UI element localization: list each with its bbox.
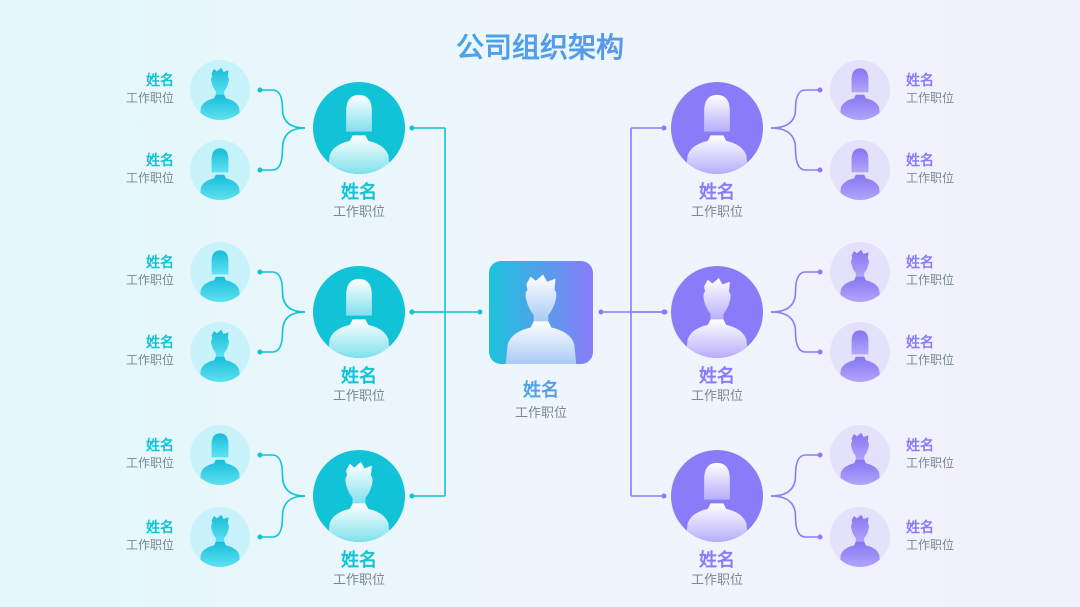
manager-avatar[interactable] — [671, 450, 763, 542]
person-title: 工作职位 — [332, 572, 385, 587]
staff-avatar[interactable] — [830, 425, 890, 485]
person-name: 姓名 — [906, 72, 934, 88]
manager-avatar[interactable] — [313, 82, 405, 174]
page-title: 公司组织架构 — [0, 26, 1080, 66]
male-avatar-icon — [671, 266, 763, 358]
female-avatar-icon — [671, 450, 763, 542]
person-title: 工作职位 — [906, 171, 955, 185]
person-title: 工作职位 — [906, 91, 955, 105]
manager-avatar[interactable] — [671, 82, 763, 174]
staff-avatar[interactable] — [830, 140, 890, 200]
person-title: 工作职位 — [690, 572, 743, 587]
female-avatar-icon — [830, 60, 890, 120]
staff-avatar[interactable] — [190, 242, 250, 302]
staff-avatar[interactable] — [830, 507, 890, 567]
person-name: 姓名 — [146, 72, 174, 88]
manager-avatar[interactable] — [313, 266, 405, 358]
person-name: 姓名 — [906, 152, 934, 168]
male-avatar-icon — [190, 322, 250, 382]
person-title: 工作职位 — [906, 538, 955, 552]
person-title: 工作职位 — [332, 204, 385, 219]
person-name: 姓名 — [906, 519, 934, 535]
female-avatar-icon — [190, 242, 250, 302]
person-name: 姓名 — [146, 519, 174, 535]
male-avatar-icon — [313, 450, 405, 542]
ceo-name: 姓名 — [441, 376, 641, 402]
ceo-avatar[interactable] — [489, 261, 593, 364]
male-avatar-icon — [830, 242, 890, 302]
person-name: 姓名 — [699, 182, 735, 202]
person-name: 姓名 — [146, 152, 174, 168]
female-avatar-icon — [313, 82, 405, 174]
person-title: 工作职位 — [906, 456, 955, 470]
person-title: 工作职位 — [906, 273, 955, 287]
person-name: 姓名 — [341, 366, 377, 386]
staff-avatar[interactable] — [830, 322, 890, 382]
person-name: 姓名 — [699, 550, 735, 570]
person-title: 工作职位 — [690, 204, 743, 219]
male-avatar-icon — [190, 507, 250, 567]
person-title: 工作职位 — [125, 171, 174, 185]
female-avatar-icon — [830, 140, 890, 200]
person-name: 姓名 — [341, 182, 377, 202]
person-name: 姓名 — [906, 334, 934, 350]
person-title: 工作职位 — [125, 456, 174, 470]
female-avatar-icon — [830, 322, 890, 382]
person-name: 姓名 — [341, 550, 377, 570]
person-name: 姓名 — [146, 254, 174, 270]
person-name: 姓名 — [146, 437, 174, 453]
ceo-title: 工作职位 — [514, 405, 567, 420]
person-title: 工作职位 — [332, 388, 385, 403]
female-avatar-icon — [313, 266, 405, 358]
person-title: 工作职位 — [125, 273, 174, 287]
manager-avatar[interactable] — [313, 450, 405, 542]
staff-avatar[interactable] — [190, 507, 250, 567]
manager-avatar[interactable] — [671, 266, 763, 358]
staff-avatar[interactable] — [830, 242, 890, 302]
staff-avatar[interactable] — [190, 425, 250, 485]
person-title: 工作职位 — [125, 353, 174, 367]
person-name: 姓名 — [146, 334, 174, 350]
female-avatar-icon — [190, 425, 250, 485]
staff-avatar[interactable] — [190, 322, 250, 382]
staff-avatar[interactable] — [190, 140, 250, 200]
person-title: 工作职位 — [690, 388, 743, 403]
staff-avatar[interactable] — [830, 60, 890, 120]
male-avatar-icon — [830, 425, 890, 485]
person-title: 工作职位 — [125, 538, 174, 552]
male-avatar-icon — [489, 261, 593, 364]
female-avatar-icon — [190, 140, 250, 200]
person-title: 工作职位 — [906, 353, 955, 367]
person-name: 姓名 — [906, 254, 934, 270]
person-name: 姓名 — [699, 366, 735, 386]
person-title: 工作职位 — [125, 91, 174, 105]
person-name: 姓名 — [906, 437, 934, 453]
staff-avatar[interactable] — [190, 60, 250, 120]
male-avatar-icon — [190, 60, 250, 120]
male-avatar-icon — [830, 507, 890, 567]
female-avatar-icon — [671, 82, 763, 174]
